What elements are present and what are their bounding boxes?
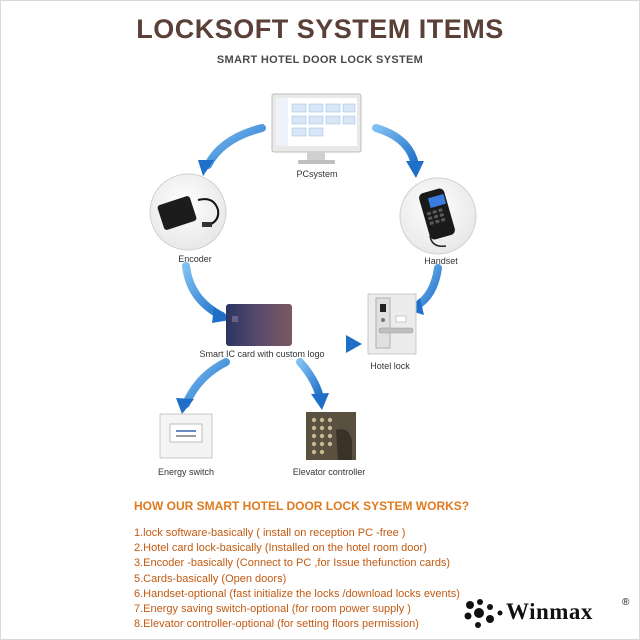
smart-card-image <box>226 304 292 346</box>
step-item: 5.Cards-basically (Open doors) <box>134 572 287 585</box>
winmax-logo: Winmax ® <box>462 597 634 631</box>
step-item: 1.lock software-basically ( install on r… <box>134 527 406 539</box>
step-item: 6.Handset-optional (fast initialize the … <box>134 587 460 600</box>
how-it-works-title: HOW OUR SMART HOTEL DOOR LOCK SYSTEM WOR… <box>134 499 470 513</box>
pc-monitor-image <box>271 93 362 164</box>
label-hotel-lock: Hotel lock <box>370 361 410 371</box>
label-handset: Handset <box>424 256 458 266</box>
label-pc: PCsystem <box>296 169 338 179</box>
arrow-card-to-lock <box>296 335 362 353</box>
step-item: 3.Encoder -basically (Connect to PC ,for… <box>134 557 451 570</box>
arrow-pc-to-encoder <box>198 124 266 176</box>
label-elevator-controller: Elevator controller <box>292 467 366 477</box>
arrow-pc-to-handset <box>372 124 424 178</box>
step-item: 8.Elevator controller-optional (for sett… <box>134 618 419 631</box>
registered-mark: ® <box>622 597 630 608</box>
elevator-controller-image <box>306 412 356 460</box>
arrow-encoder-to-card <box>182 262 230 323</box>
brand-name: Winmax <box>506 599 593 624</box>
label-energy-switch: Energy switch <box>157 467 215 477</box>
arrow-card-to-elevator <box>296 358 329 410</box>
arrow-card-to-energy <box>176 358 230 414</box>
label-smart-card: Smart IC card with custom logo <box>199 349 325 359</box>
energy-switch-image <box>159 413 213 459</box>
hotel-lock-image <box>367 293 417 355</box>
steps-list: 1.lock software-basically ( install on r… <box>134 526 460 632</box>
handset-image <box>399 177 477 255</box>
winmax-dots-icon <box>464 599 503 628</box>
step-item: 2.Hotel card lock-basically (Installed o… <box>134 542 427 555</box>
step-item: 7.Energy saving switch-optional (for roo… <box>134 603 411 616</box>
encoder-image <box>149 173 227 251</box>
page-title: LOCKSOFT SYSTEM ITEMS <box>136 14 504 44</box>
label-encoder: Encoder <box>178 254 212 264</box>
page-subtitle: SMART HOTEL DOOR LOCK SYSTEM <box>216 54 424 66</box>
